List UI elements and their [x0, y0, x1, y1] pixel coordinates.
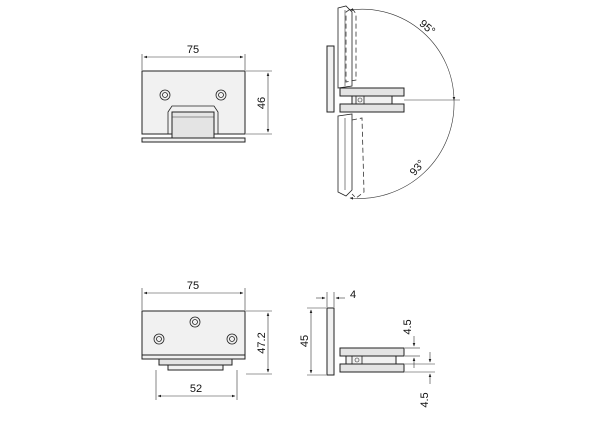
clamp-bottom [339, 103, 405, 113]
thickness-label: 4 [350, 289, 356, 301]
bottom-pivot [351, 355, 363, 365]
glass-strip [141, 137, 246, 143]
bottom-plate [141, 310, 246, 356]
top-height-label: 46 [256, 97, 268, 109]
screw-hole-top [189, 316, 201, 328]
bottom-front-view: 75 47.2 52 [141, 280, 272, 400]
top-width-label: 75 [187, 44, 199, 56]
screw-hole-left [159, 89, 171, 101]
screw-hole-right [215, 89, 227, 101]
bottom-wall-plate [326, 307, 335, 376]
top-side-view: 95° 93° [326, 5, 460, 200]
screw-hole-br [226, 333, 238, 345]
wall-plate [326, 45, 335, 113]
bottom-strip [141, 354, 246, 360]
side-height-label: 45 [299, 335, 311, 347]
bottom-side-view: 4 45 4.5 4.5 [299, 289, 435, 408]
bottom-clamp-bottom [339, 363, 405, 373]
arc-close [349, 99, 455, 200]
upper-offset-label: 4.5 [402, 319, 414, 334]
screw-hole-bl [153, 333, 165, 345]
angle-open-label: 95° [417, 18, 437, 38]
clamp-outline [167, 105, 219, 134]
top-front-view: 75 46 [141, 44, 272, 143]
bottom-clamp-top [339, 347, 405, 357]
upper-panel-rotated [345, 7, 357, 83]
bottom-clamp [158, 358, 233, 366]
lower-offset-label: 4.5 [419, 392, 431, 407]
lower-panel [337, 113, 353, 197]
bottom-width-label: 75 [187, 280, 199, 292]
bottom-height-label: 47.2 [256, 332, 268, 353]
lower-panel-rotated [351, 117, 365, 199]
clamp-top [339, 87, 405, 97]
angle-close-label: 93° [408, 158, 428, 178]
clamp-body [171, 111, 215, 141]
arc-open [349, 8, 456, 101]
bottom-gap-label: 52 [190, 383, 202, 395]
